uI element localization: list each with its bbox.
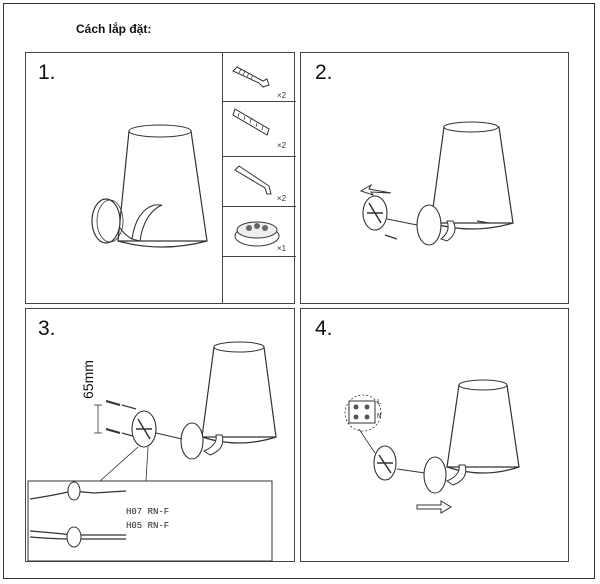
step-2-panel: 2.: [300, 52, 569, 304]
part-qty: ×1: [277, 244, 287, 253]
wall-lamp-illustration: [91, 124, 208, 248]
page-title: Cách lắp đặt:: [76, 22, 152, 36]
step-3-number: 3.: [38, 317, 56, 340]
part-qty: ×2: [277, 91, 287, 100]
part-allen-key: ×2: [223, 156, 296, 207]
terminal-block-icon: [234, 221, 280, 247]
mounting-illustration: [27, 341, 277, 562]
step-4-panel: 4. L N: [300, 308, 569, 562]
part-qty: ×2: [277, 194, 287, 203]
step-1-number: 1.: [38, 61, 56, 84]
part-terminal-block: ×1: [223, 206, 296, 257]
step-2-number: 2.: [315, 61, 333, 84]
instruction-sheet: [3, 3, 595, 579]
terminal-label-l: L: [377, 399, 382, 407]
screw-icon: [232, 66, 270, 88]
parts-column: ×2 ×2 ×2 ×1: [222, 53, 296, 303]
part-wall-plug: ×2: [223, 101, 296, 157]
wiring-illustration: [344, 379, 520, 514]
cable-type-label: H05 RN-F: [126, 521, 170, 531]
terminal-label-n: N: [377, 413, 382, 421]
wall-plug-icon: [232, 108, 270, 136]
step-3-panel: 3. 65mm H07 RN-F H05 RN-F: [25, 308, 295, 562]
step-1-panel: 1. ×2 ×2: [25, 52, 296, 304]
part-screw: ×2: [223, 53, 296, 102]
step-4-number: 4.: [315, 317, 333, 340]
allen-key-icon: [234, 165, 272, 195]
part-qty: ×2: [277, 141, 287, 150]
cable-type-label: H07 RN-F: [126, 507, 170, 517]
disassembly-illustration: [359, 121, 514, 246]
